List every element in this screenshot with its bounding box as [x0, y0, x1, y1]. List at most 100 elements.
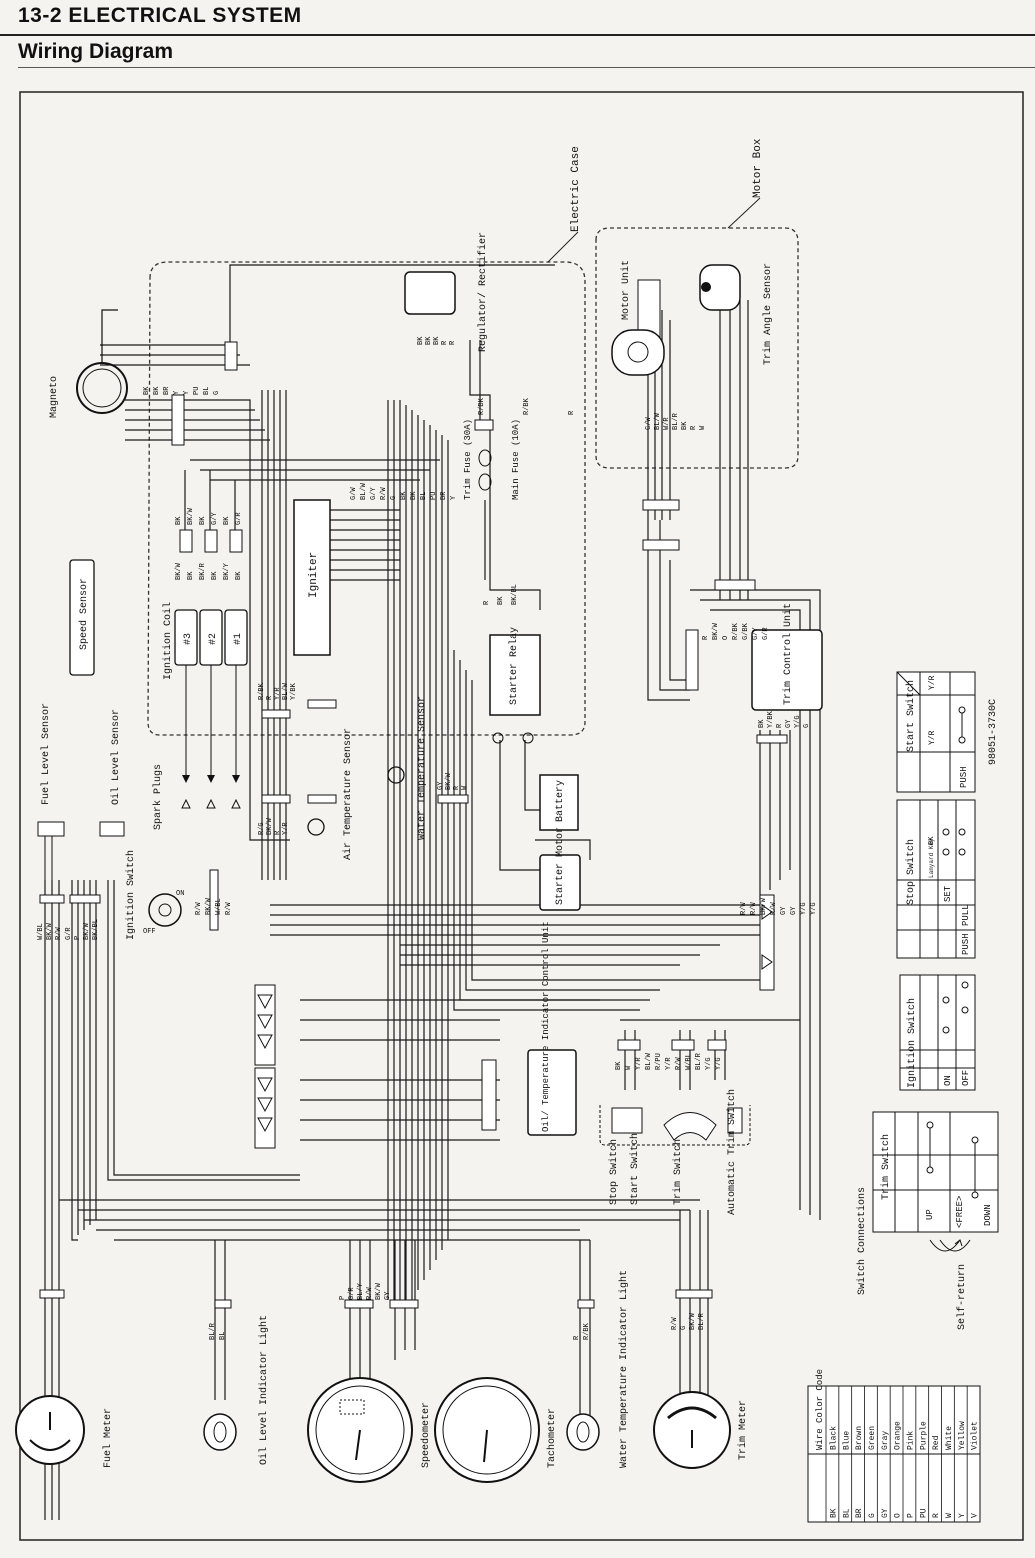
- battery-label: Battery: [555, 780, 566, 822]
- trim-switch-row-free: <FREE>: [955, 1196, 965, 1228]
- main-fuse: Main Fuse (10A): [478, 419, 521, 500]
- wire-tag: BK: [497, 596, 505, 605]
- wire-tag: BK/W: [187, 507, 195, 525]
- trim-control-unit-label: Trim Control Unit: [782, 603, 794, 705]
- color-code-abbrev: O: [894, 1513, 903, 1518]
- wire-tag: GY: [790, 906, 798, 915]
- wire-tag: PU: [430, 492, 438, 500]
- battery: [539, 774, 579, 831]
- color-code-abbrev: V: [971, 1513, 980, 1518]
- wire-tag: BL/W: [282, 682, 290, 700]
- ignition-off-label: OFF: [143, 928, 156, 936]
- wire-color-code-table: [807, 1385, 981, 1523]
- coil-1-label: #1: [233, 633, 244, 645]
- start-switch-table-col2: Y/R: [928, 675, 937, 690]
- starter-motor-label: Starter Motor: [555, 827, 566, 905]
- tachometer-label: Tachometer: [546, 1408, 558, 1468]
- stop-switch-table: [896, 799, 976, 959]
- regulator-label: Regulator/ Rectifier: [477, 232, 489, 352]
- ignition-coil-label: Ignition Coil: [162, 602, 174, 680]
- wire-tag: BK: [211, 571, 219, 580]
- wire-tag: R/W: [750, 902, 758, 915]
- part-number: 98051-3730C: [988, 699, 999, 765]
- color-code-abbrev: BK: [829, 1508, 838, 1518]
- wire-tag: G: [680, 1326, 688, 1330]
- color-code-abbrev: GY: [881, 1508, 890, 1518]
- fuel-meter: Fuel Meter: [15, 1395, 114, 1468]
- wire-tag: Y/BK: [290, 682, 298, 700]
- wire-tag: Y: [183, 390, 191, 395]
- color-code-abbrev: PU: [919, 1508, 928, 1518]
- wire-tag: PU: [193, 387, 201, 395]
- stop-switch-table-title: Stop Switch: [905, 839, 917, 905]
- speedometer-label: Speedometer: [420, 1402, 432, 1468]
- wire-tag: R/PU: [655, 1053, 663, 1070]
- wire-tag: G/BK: [742, 622, 750, 640]
- start-switch-table-col1: Y/R: [928, 730, 937, 745]
- wire-tag: BK: [400, 491, 408, 500]
- speed-sensor-label: Speed Sensor: [78, 578, 90, 650]
- wire-tag: BK: [175, 516, 183, 525]
- trim-control-unit: [751, 629, 823, 711]
- magneto-label: Magneto: [49, 376, 60, 418]
- ignition-on-label: ON: [176, 890, 184, 898]
- air-temperature-sensor-label: Air Temperature Sensor: [342, 728, 354, 860]
- wire-tag: Y/R: [282, 822, 290, 835]
- wire-tag: R: [441, 340, 449, 345]
- wire-tag: W: [461, 785, 469, 790]
- wire-tag: BK/W: [205, 897, 213, 915]
- title-rule: [18, 67, 1035, 68]
- ignition-switch-row-off: OFF: [961, 1070, 971, 1086]
- wire-tag: W/BL: [215, 898, 223, 915]
- diode-block-lower: [254, 1067, 276, 1149]
- wire-tag: R: [483, 600, 491, 605]
- wire-tag: W/BL: [685, 1053, 693, 1070]
- color-code-name: Green: [868, 1426, 877, 1450]
- wire-tag: W/R: [663, 417, 671, 430]
- water-temperature-indicator-light: Water Temperature Indicator Light: [566, 1270, 630, 1468]
- handlebar-switches: [599, 1105, 751, 1146]
- color-code-name: Blue: [842, 1431, 851, 1450]
- wire-tag: Y/G: [794, 715, 802, 728]
- wire-tag: BL: [420, 492, 428, 500]
- heading-rule: [0, 34, 1035, 36]
- wire-tag: R/W: [740, 902, 748, 915]
- wire-tag: G: [390, 496, 398, 500]
- self-return-label: Self-return: [956, 1264, 968, 1330]
- wire-tag: R/BK: [523, 397, 531, 415]
- wire-tag: BK/W: [445, 772, 453, 790]
- section-heading: 13-2 ELECTRICAL SYSTEM: [18, 4, 302, 27]
- wire-tag: BL/W: [645, 1052, 653, 1070]
- wire-tag: G/R: [348, 1287, 356, 1300]
- wire-tag: R: [690, 425, 698, 430]
- ignition-switch-row-on: ON: [943, 1075, 953, 1086]
- magneto: [76, 362, 128, 414]
- color-code-name: Orange: [894, 1421, 903, 1450]
- wire-tag: BK/W: [760, 897, 768, 915]
- ignition-coils: #3 #2 #1: [174, 609, 248, 809]
- diode-block-upper: [254, 984, 276, 1066]
- wire-tag: P: [74, 936, 82, 940]
- starter-relay: [489, 634, 541, 716]
- wire-tag: R/W: [366, 1287, 374, 1300]
- wire-tag: BK/R: [199, 562, 207, 580]
- color-code-abbrev: P: [906, 1513, 915, 1518]
- wire-tag: BK/BL: [92, 919, 100, 940]
- connector-group: [39, 341, 788, 1309]
- wire-tag: BK: [235, 571, 243, 580]
- trim-fuse-label: Trim Fuse (30A): [463, 419, 473, 500]
- wire-tag: BK: [187, 571, 195, 580]
- starter-relay-label: Starter Relay: [508, 627, 520, 705]
- start-switch-table-row1: PUSH: [959, 766, 969, 788]
- wire-tag: BL/R: [695, 1052, 703, 1070]
- switch-connections-label: Switch Connections: [856, 1187, 868, 1295]
- color-code-name: Black: [829, 1426, 838, 1450]
- motor-box-outline: [595, 227, 799, 469]
- wire-tag: BL/W: [654, 412, 662, 430]
- electric-case-label: Electric Case: [570, 146, 582, 232]
- color-code-abbrev: Y: [958, 1513, 967, 1518]
- wire-tag: R/BK: [732, 622, 740, 640]
- wire-tag: R: [568, 410, 576, 415]
- color-code-name: Pink: [906, 1431, 915, 1450]
